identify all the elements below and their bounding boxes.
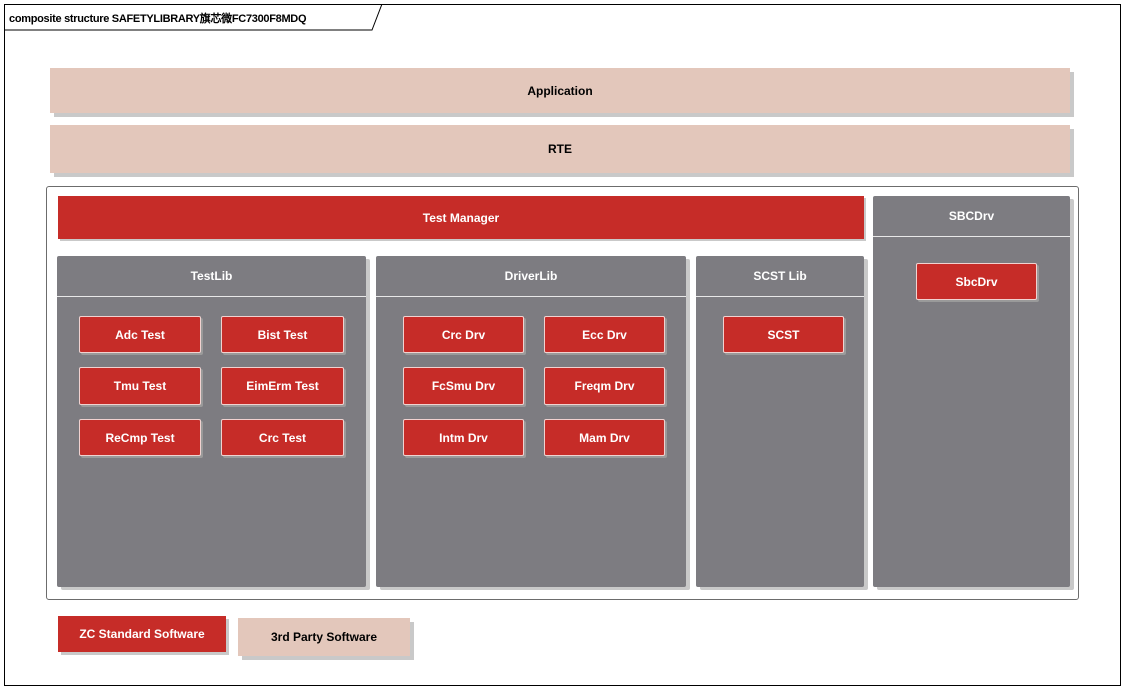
scst-component[interactable]: SCST	[723, 316, 844, 353]
freqm-drv-component[interactable]: Freqm Drv	[544, 367, 665, 405]
ecc-drv-component[interactable]: Ecc Drv	[544, 316, 665, 353]
driverlib-title: DriverLib	[376, 256, 686, 297]
mam-drv-component[interactable]: Mam Drv	[544, 419, 665, 456]
adc-test-component[interactable]: Adc Test	[79, 316, 201, 353]
scstlib-title: SCST Lib	[696, 256, 864, 297]
legend-3rd-party-software: 3rd Party Software	[238, 618, 410, 656]
rte-layer[interactable]: RTE	[50, 125, 1070, 173]
intm-drv-component[interactable]: Intm Drv	[403, 419, 524, 456]
fcsmu-drv-component[interactable]: FcSmu Drv	[403, 367, 524, 405]
recmp-test-component[interactable]: ReCmp Test	[79, 419, 201, 456]
sbcdrv-component[interactable]: SbcDrv	[916, 263, 1037, 300]
crc-test-component[interactable]: Crc Test	[221, 419, 344, 456]
crc-drv-component[interactable]: Crc Drv	[403, 316, 524, 353]
application-layer[interactable]: Application	[50, 68, 1070, 113]
legend-zc-standard-software: ZC Standard Software	[58, 616, 226, 652]
title-tab-shape	[4, 4, 383, 31]
testlib-title: TestLib	[57, 256, 366, 297]
scstlib-container[interactable]: SCST Lib	[696, 256, 864, 587]
tmu-test-component[interactable]: Tmu Test	[79, 367, 201, 405]
test-manager-block[interactable]: Test Manager	[58, 196, 864, 239]
diagram-title: composite structure SAFETYLIBRARY旗芯微FC73…	[9, 13, 307, 25]
sbcdrv-title: SBCDrv	[873, 196, 1070, 237]
sbcdrv-container[interactable]: SBCDrv	[873, 196, 1070, 587]
bist-test-component[interactable]: Bist Test	[221, 316, 344, 353]
eimerm-test-component[interactable]: EimErm Test	[221, 367, 344, 405]
